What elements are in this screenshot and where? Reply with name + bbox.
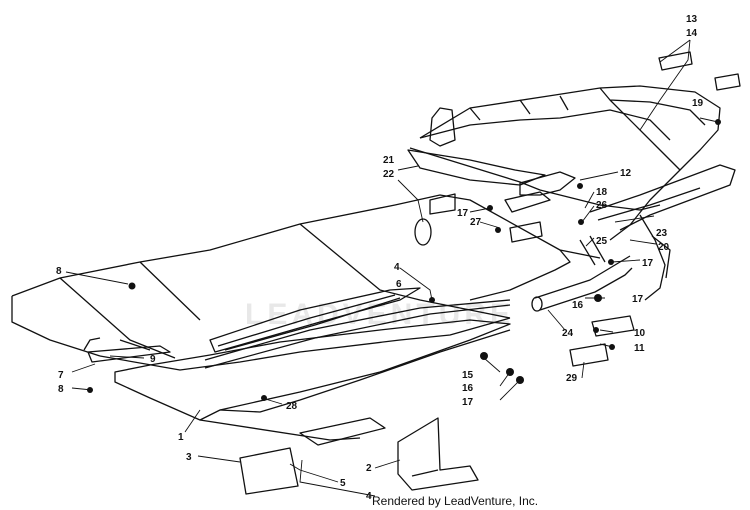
foot-pad [299, 417, 386, 446]
fasteners [87, 119, 721, 401]
side-rail [83, 337, 171, 363]
callout-26: 26 [596, 200, 608, 211]
leader-lines [65, 39, 719, 497]
callout-25: 25 [596, 236, 608, 247]
callout-11: 11 [634, 343, 645, 354]
running-board-rail [204, 287, 511, 369]
callout-5: 5 [340, 478, 346, 489]
callout-14: 14 [686, 28, 698, 39]
callout-22: 22 [383, 169, 395, 180]
brace-tube [531, 235, 633, 312]
callout-4-b: 4 [366, 491, 372, 502]
callout-1: 1 [178, 432, 184, 443]
hinge-bracket [504, 171, 576, 213]
callout-27: 27 [470, 217, 482, 228]
callout-2: 2 [366, 463, 372, 474]
callout-17-a: 17 [457, 208, 469, 219]
callout-16-b: 16 [462, 383, 474, 394]
callout-7: 7 [58, 370, 64, 381]
callout-20: 20 [658, 242, 670, 253]
callout-24: 24 [562, 328, 574, 339]
tunnel-panel [11, 194, 601, 371]
callout-10: 10 [634, 328, 646, 339]
callout-8-a: 8 [56, 266, 62, 277]
callouts: 13 14 19 12 21 22 18 26 17 27 23 20 25 1… [56, 14, 704, 502]
callout-19: 19 [692, 98, 704, 109]
cover-plate [239, 447, 299, 495]
callout-17-c: 17 [632, 294, 644, 305]
callout-6: 6 [396, 279, 402, 290]
callout-23: 23 [656, 228, 668, 239]
callout-21: 21 [383, 155, 395, 166]
callout-17-d: 17 [462, 397, 474, 408]
callout-16-a: 16 [572, 300, 584, 311]
callout-15: 15 [462, 370, 474, 381]
callout-28: 28 [286, 401, 298, 412]
callout-17-b: 17 [642, 258, 654, 269]
callout-12: 12 [620, 168, 632, 179]
corner-bracket [397, 417, 479, 491]
rear-rack [409, 85, 736, 301]
callout-8-b: 8 [58, 384, 64, 395]
side-panel [114, 319, 511, 441]
callout-13: 13 [686, 14, 698, 25]
callout-29: 29 [566, 373, 578, 384]
callout-18: 18 [596, 187, 608, 198]
render-credit: Rendered by LeadVenture, Inc. [372, 494, 539, 508]
callout-9: 9 [150, 354, 156, 365]
callout-3: 3 [186, 452, 192, 463]
callout-4-a: 4 [394, 262, 400, 273]
